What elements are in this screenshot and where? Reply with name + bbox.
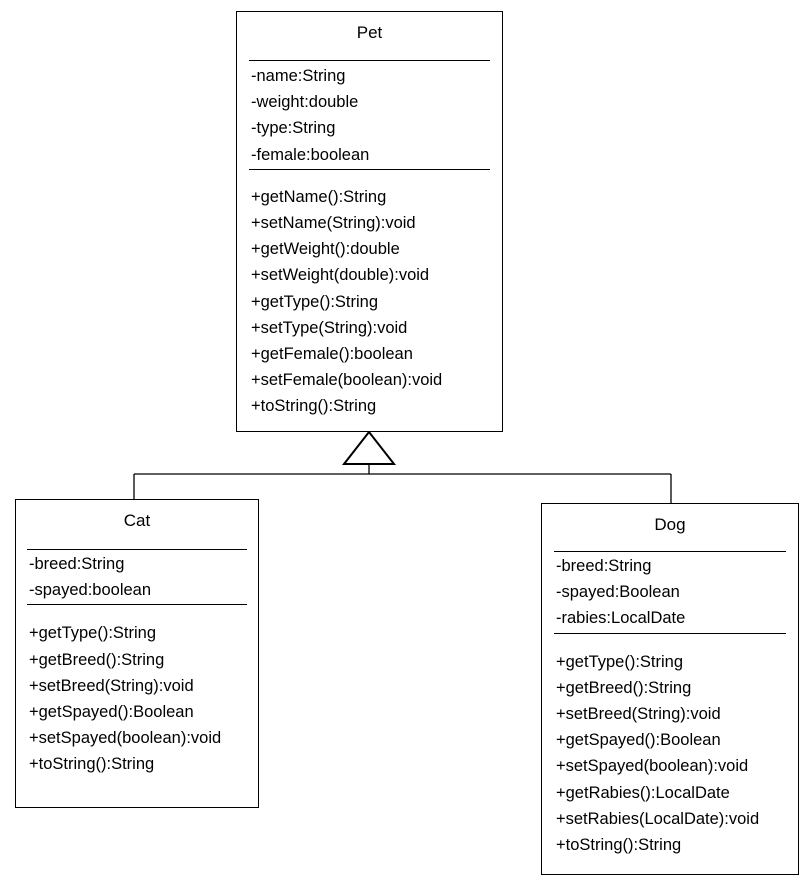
pet-methods: +getName():String +setName(String):void … [237, 184, 502, 420]
method-item: +setBreed(String):void [29, 676, 194, 695]
method-item: +setRabies(LocalDate):void [556, 809, 760, 828]
cat-methods: +getType():String +getBreed():String +se… [16, 620, 258, 777]
class-name-dog: Dog [654, 515, 686, 534]
attribute-item: -breed:String [29, 555, 125, 573]
method-item: +getBreed():String [29, 650, 165, 669]
attribute-item: -spayed:Boolean [556, 583, 680, 602]
method-item: +getSpayed():Boolean [29, 703, 194, 722]
method-item: +getRabies():LocalDate [556, 783, 730, 802]
attribute-item: -type:String [251, 119, 336, 138]
method-item: +getName():String [251, 187, 387, 206]
method-item: +setName(String):void [251, 214, 416, 233]
method-item: +setSpayed(boolean):void [556, 757, 749, 776]
pet-name-divider [249, 60, 490, 61]
method-item: +toString():String [556, 836, 682, 855]
pet-class-box: Pet -name:String -weight:double -type:St… [236, 11, 503, 432]
attribute-item: -name:String [251, 67, 346, 85]
method-item: +getFemale():boolean [251, 345, 413, 364]
dog-attributes: -breed:String -spayed:Boolean -rabies:Lo… [542, 553, 798, 632]
attribute-item: -spayed:boolean [29, 581, 152, 600]
dog-class-box: Dog -breed:String -spayed:Boolean -rabie… [541, 503, 799, 875]
cat-name-divider [27, 549, 247, 550]
method-item: +getType():String [29, 624, 157, 643]
method-item: +getType():String [556, 652, 684, 671]
method-item: +setFemale(boolean):void [251, 371, 443, 390]
method-item: +getWeight():double [251, 240, 400, 259]
dog-methods: +getType():String +getBreed():String +se… [542, 649, 798, 859]
method-item: +toString():String [29, 755, 155, 774]
inheritance-arrowhead [341, 430, 397, 465]
method-item: +getBreed():String [556, 678, 692, 697]
attribute-item: -breed:String [556, 557, 652, 575]
pet-attribute-divider [249, 168, 490, 170]
method-item: +setBreed(String):void [556, 705, 721, 724]
dog-name-divider [554, 551, 786, 552]
method-item: +getSpayed():Boolean [556, 731, 721, 750]
method-item: +setSpayed(boolean):void [29, 729, 222, 748]
attribute-item: -rabies:LocalDate [556, 609, 686, 628]
cat-attributes: -breed:String -spayed:boolean [16, 551, 258, 603]
dog-attribute-divider [554, 632, 786, 634]
attribute-item: -weight:double [251, 93, 359, 112]
class-name-pet: Pet [356, 23, 383, 42]
cat-attribute-divider [27, 604, 247, 606]
method-item: +getType():String [251, 292, 379, 311]
pet-attributes: -name:String -weight:double -type:String… [237, 63, 502, 168]
method-item: +setType(String):void [251, 318, 408, 337]
cat-class-box: Cat -breed:String -spayed:boolean +getTy… [15, 499, 259, 808]
method-item: +toString():String [251, 397, 377, 416]
attribute-item: -female:boolean [251, 145, 370, 164]
class-name-cat: Cat [123, 511, 151, 530]
method-item: +setWeight(double):void [251, 266, 430, 285]
